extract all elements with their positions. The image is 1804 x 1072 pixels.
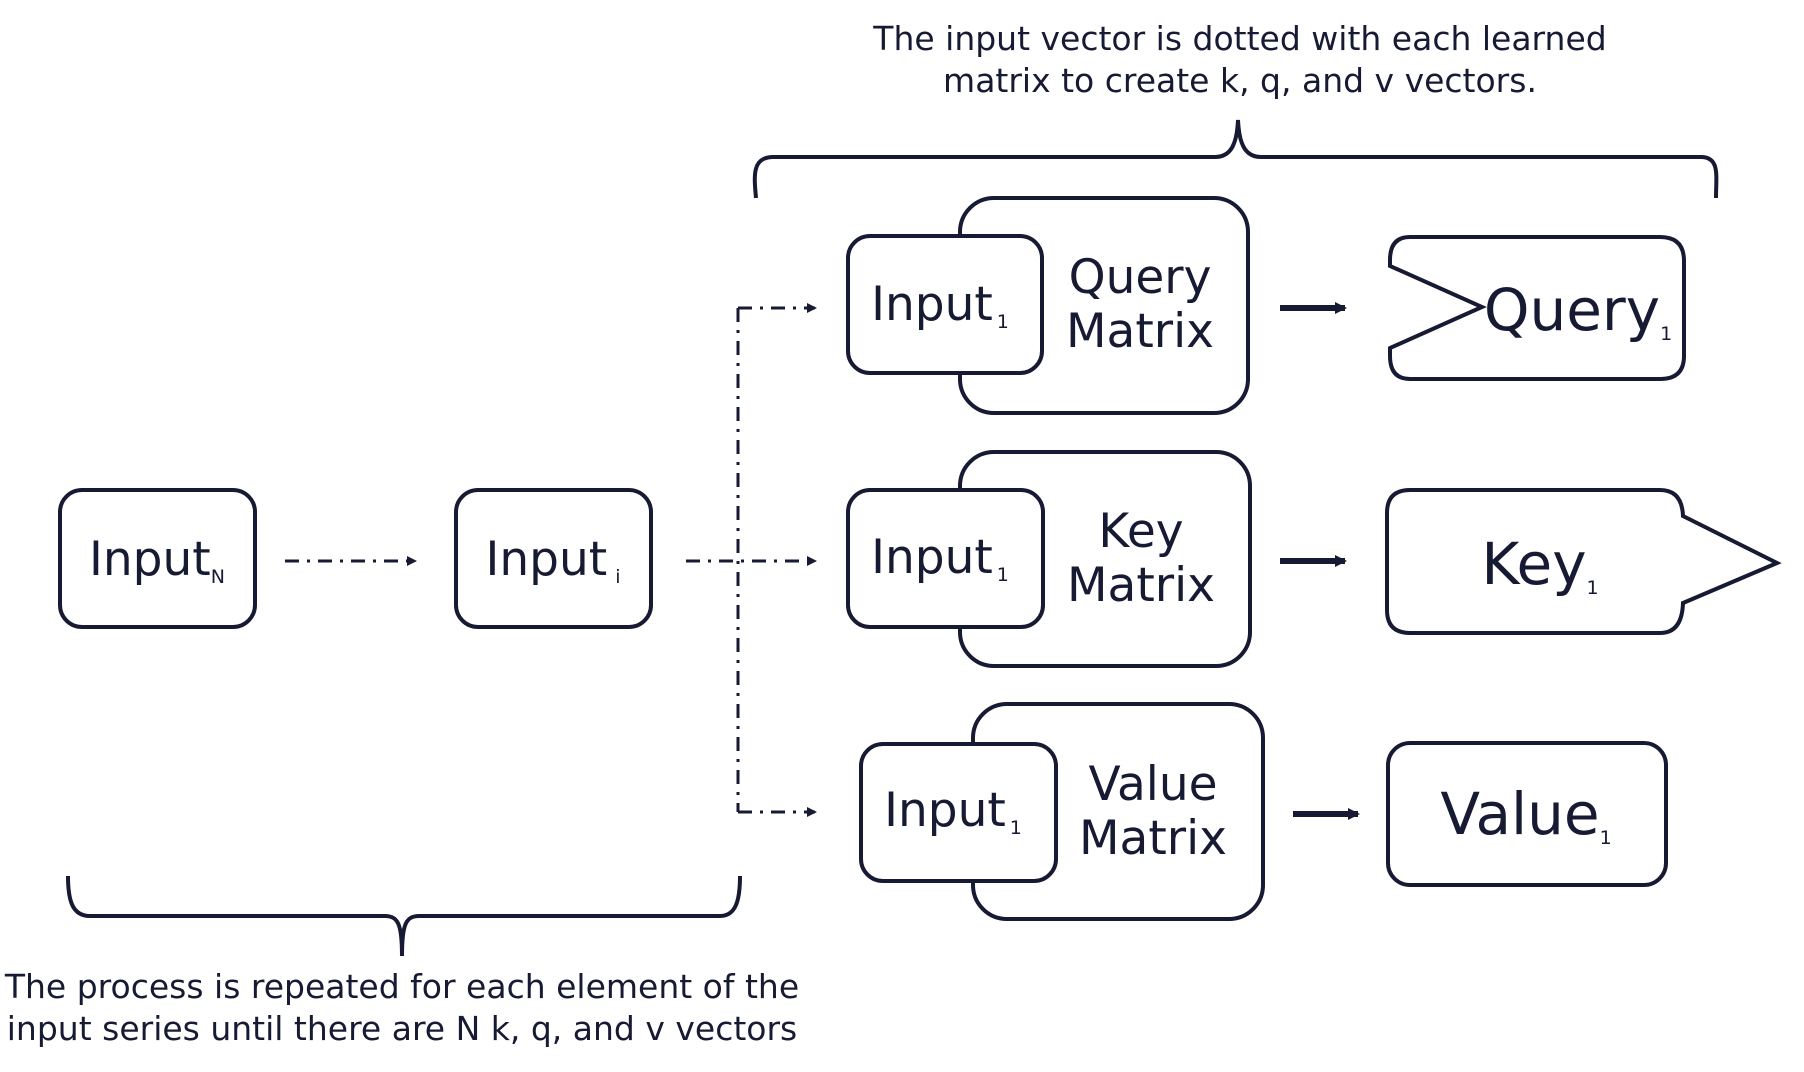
query-output-shape bbox=[1388, 235, 1686, 381]
top-brace bbox=[752, 119, 1719, 199]
input-n-box bbox=[58, 488, 257, 629]
top-note-line-1: The input vector is dotted with each lea… bbox=[872, 19, 1606, 58]
value-matrix-label-line-2: Matrix bbox=[1079, 811, 1227, 866]
key-matrix-label-line-2: Matrix bbox=[1067, 558, 1215, 613]
query-matrix-label-line-2: Matrix bbox=[1066, 304, 1214, 359]
input-i-box bbox=[454, 488, 653, 629]
query-matrix-label-line-1: Query bbox=[1069, 250, 1212, 305]
query-output-label: Query1 bbox=[1484, 276, 1672, 345]
key-row-input-box bbox=[846, 488, 1045, 629]
key-output-shape bbox=[1385, 488, 1782, 635]
value-output-box bbox=[1386, 741, 1668, 887]
input-n-label: InputN bbox=[89, 532, 225, 588]
bottom-note-line-1: The process is repeated for each element… bbox=[4, 967, 799, 1006]
top-note-line-2: matrix to create k, q, and v vectors. bbox=[943, 61, 1537, 100]
bottom-brace bbox=[66, 875, 742, 957]
value-output-label: Value1 bbox=[1440, 780, 1611, 849]
key-matrix-label-line-1: Key bbox=[1098, 504, 1183, 559]
bottom-note-line-2: input series until there are N k, q, and… bbox=[7, 1009, 798, 1048]
key-output-label: Key1 bbox=[1481, 530, 1598, 599]
value-matrix-label-line-1: Value bbox=[1088, 757, 1217, 812]
query-row-input-box bbox=[846, 234, 1044, 375]
value-row-input-box bbox=[859, 742, 1058, 883]
